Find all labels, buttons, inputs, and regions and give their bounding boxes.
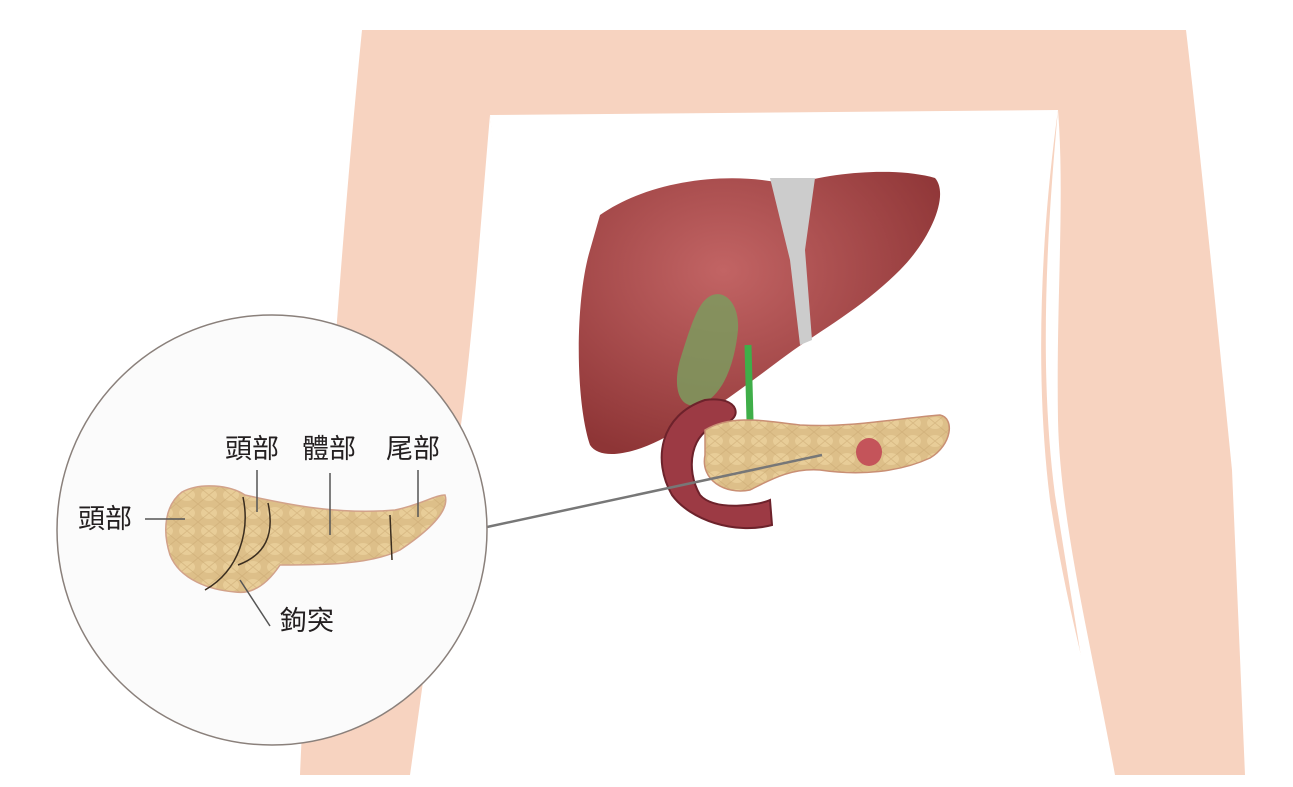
tumor [856, 438, 882, 466]
label-head-left: 頭部 [78, 504, 132, 535]
right-arm-gap [1045, 110, 1115, 775]
division-tail [389, 514, 393, 561]
left-arm-gap [410, 115, 501, 775]
division-neck-left [204, 496, 246, 591]
liver [578, 171, 941, 455]
label-neck: 頭部 [225, 434, 279, 465]
pancreas [703, 414, 950, 492]
leader-uncinate [239, 579, 271, 627]
label-body: 體部 [302, 434, 356, 465]
label-tail: 尾部 [386, 434, 440, 465]
division-neck-right [237, 502, 271, 566]
callout-line [486, 453, 823, 529]
inset-pancreas [165, 485, 447, 594]
falciform-ligament [770, 178, 815, 345]
label-uncinate: 鉤突 [280, 606, 334, 637]
gallbladder [676, 294, 739, 406]
